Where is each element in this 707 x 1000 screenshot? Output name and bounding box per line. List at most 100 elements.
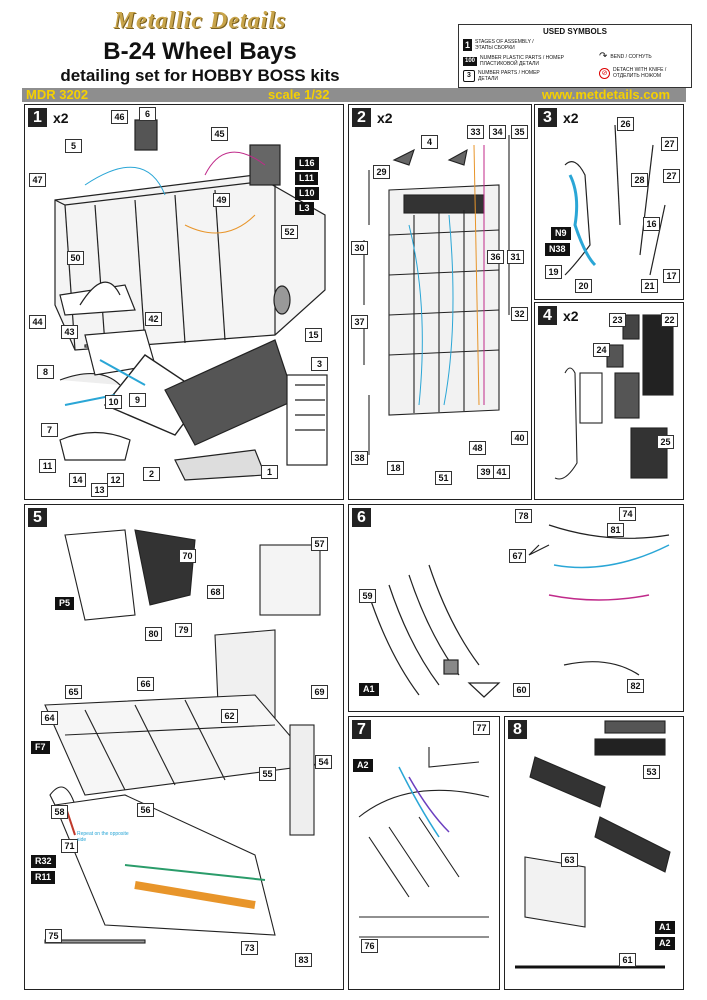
part-callout: 53: [643, 765, 660, 779]
product-code: MDR 3202: [26, 87, 89, 102]
step-number: 1: [28, 108, 47, 127]
plastic-part-tag: L10: [295, 187, 319, 200]
part-callout: 27: [661, 137, 678, 151]
page-subtitle: detailing set for HOBBY BOSS kits: [60, 66, 340, 85]
part-callout: 18: [387, 461, 404, 475]
part-callout: 36: [487, 250, 504, 264]
step-number: 5: [28, 508, 47, 527]
step-multiplier: x2: [53, 110, 69, 126]
part-callout: 44: [29, 315, 46, 329]
step-7-drawing: [358, 747, 490, 938]
part-callout: 13: [91, 483, 108, 497]
part-callout: 71: [61, 839, 78, 853]
step-6-drawing: [368, 524, 670, 698]
part-callout: 26: [617, 117, 634, 131]
part-callout: 54: [315, 755, 332, 769]
part-callout: 35: [511, 125, 528, 139]
part-callout: 17: [663, 269, 680, 283]
info-bar: MDR 3202 scale 1/32 www.metdetails.com: [22, 88, 686, 102]
part-callout: 42: [145, 312, 162, 326]
part-callout: 8: [37, 365, 54, 379]
part-callout: 19: [545, 265, 562, 279]
step-7-panel: 7 77 76 A2: [348, 716, 500, 990]
part-callout: 77: [473, 721, 490, 735]
part-callout: 81: [607, 523, 624, 537]
part-callout: 47: [29, 173, 46, 187]
step-6-panel: 6 78 74 81 67 59 60 82 A1: [348, 504, 684, 712]
part-callout: 58: [51, 805, 68, 819]
part-callout: 6: [139, 107, 156, 121]
step-5-drawing: [44, 529, 321, 944]
part-callout: 51: [435, 471, 452, 485]
part-callout: 68: [207, 585, 224, 599]
part-callout: 10: [105, 395, 122, 409]
part-callout: 50: [67, 251, 84, 265]
part-callout: 56: [137, 803, 154, 817]
legend-text: NUMBER PLASTIC PARTS / НОМЕР ПЛАСТИКОВОЙ…: [480, 55, 564, 67]
plastic-part-tag: A1: [655, 921, 675, 934]
repeat-note: Repeat on the opposite side: [77, 831, 129, 843]
legend-heading: USED SYMBOLS: [542, 27, 607, 36]
step-number: 4: [538, 306, 557, 325]
part-callout: 40: [511, 431, 528, 445]
legend-item-plastic: 100 NUMBER PLASTIC PARTS / НОМЕР ПЛАСТИК…: [463, 55, 570, 67]
part-callout: 11: [39, 459, 56, 473]
part-callout: 12: [107, 473, 124, 487]
plastic-part-symbol: 100: [463, 56, 477, 66]
part-callout: 34: [489, 125, 506, 139]
part-callout: 62: [221, 709, 238, 723]
legend-item-part: 3 NUMBER PARTS / НОМЕР ДЕТАЛИ: [463, 70, 548, 82]
part-callout: 16: [643, 217, 660, 231]
step-multiplier: x2: [563, 110, 579, 126]
part-callout: 61: [619, 953, 636, 967]
part-callout: 64: [41, 711, 58, 725]
part-callout: 63: [561, 853, 578, 867]
part-callout: 29: [373, 165, 390, 179]
part-callout: 83: [295, 953, 312, 967]
step-4-drawing: [554, 314, 674, 480]
part-callout: 32: [511, 307, 528, 321]
page-title: B-24 Wheel Bays: [103, 38, 297, 65]
part-callout: 59: [359, 589, 376, 603]
scale-label: scale 1/32: [268, 87, 330, 102]
part-callout: 5: [65, 139, 82, 153]
part-callout: 2: [143, 467, 160, 481]
step-5-panel: 5 70 57 68 79 80 65 66 62 69 64 54 55 56…: [24, 504, 344, 990]
plastic-part-tag: L16: [295, 157, 319, 170]
step-1-drawing: [54, 119, 328, 481]
used-symbols-legend: USED SYMBOLS 1 STAGES OF ASSEMBLY / ЭТАП…: [458, 24, 692, 88]
step-3-drawing: [564, 124, 666, 276]
part-callout: 21: [641, 279, 658, 293]
part-callout: 52: [281, 225, 298, 239]
part-callout: 80: [145, 627, 162, 641]
part-callout: 15: [305, 328, 322, 342]
part-callout: 48: [469, 441, 486, 455]
brand-logo: Metallic Details: [113, 8, 287, 34]
part-callout: 70: [179, 549, 196, 563]
plastic-part-tag: P5: [55, 597, 75, 610]
part-callout: 38: [351, 451, 368, 465]
step-2-drawing: [363, 135, 510, 455]
part-callout: 41: [493, 465, 510, 479]
plastic-part-tag: R32: [31, 855, 56, 868]
part-callout: 45: [211, 127, 228, 141]
part-callout: 37: [351, 315, 368, 329]
step-multiplier: x2: [563, 308, 579, 324]
stage-symbol: 1: [463, 39, 472, 51]
step-8-drawing: [515, 720, 671, 969]
part-callout: 76: [361, 939, 378, 953]
part-callout: 20: [575, 279, 592, 293]
detach-knife-icon: ⊘: [599, 67, 610, 79]
step-2-panel: 2 x2 4 33 34 35 29 30 36 37 31 38 32 18 …: [348, 104, 532, 500]
step-number: 7: [352, 720, 371, 739]
website-link: www.metdetails.com: [541, 87, 670, 102]
part-callout: 82: [627, 679, 644, 693]
plastic-part-tag: N9: [551, 227, 571, 240]
part-callout: 55: [259, 767, 276, 781]
legend-item-stage: 1 STAGES OF ASSEMBLY / ЭТАПЫ СБОРКИ: [463, 39, 535, 51]
part-callout: 39: [477, 465, 494, 479]
part-callout: 27: [663, 169, 680, 183]
step-number: 8: [508, 720, 527, 739]
part-callout: 1: [261, 465, 278, 479]
step-number: 6: [352, 508, 371, 527]
